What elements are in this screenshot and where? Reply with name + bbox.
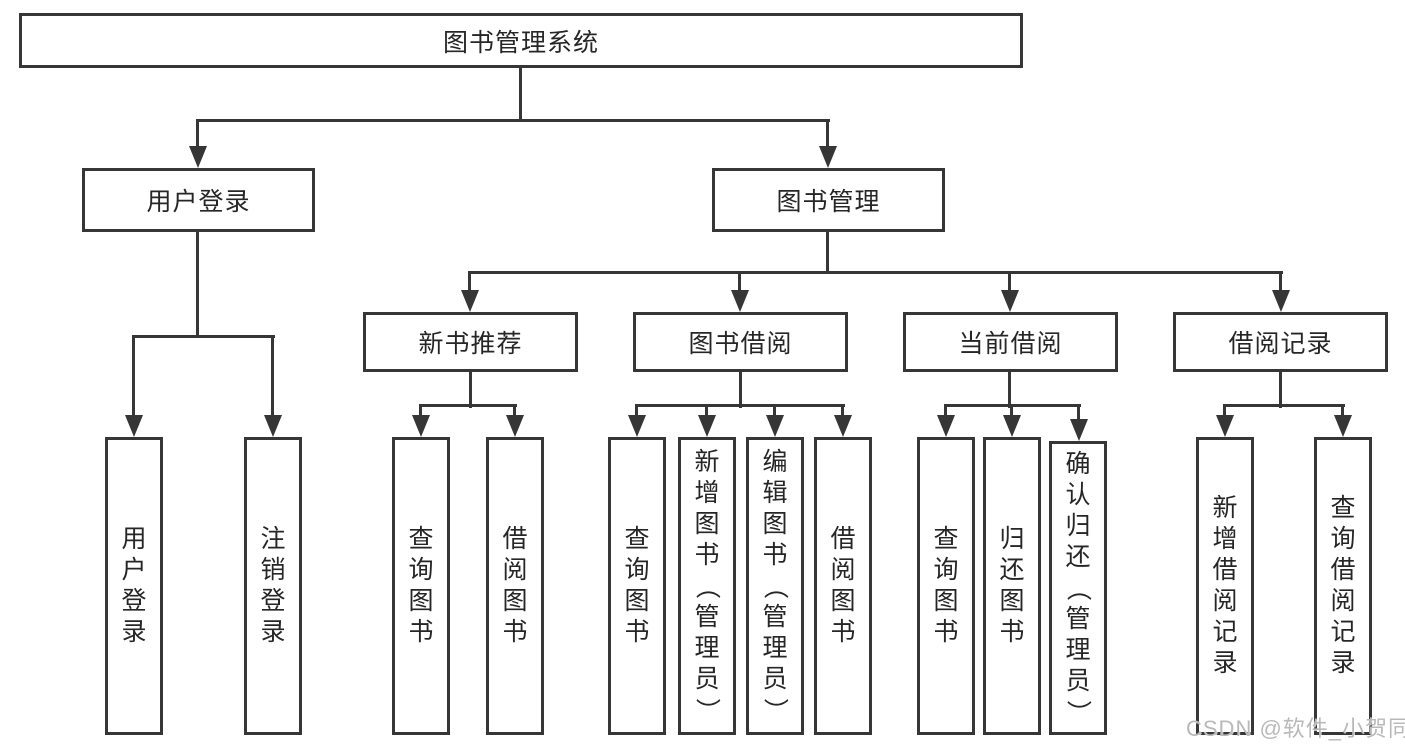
arrow-down-icon xyxy=(1001,290,1019,312)
leaf-logout: 注销登录 xyxy=(244,437,302,735)
leaf-rec-borrow-books: 借阅图书 xyxy=(486,437,544,735)
connector-line xyxy=(1008,271,1011,292)
connector-line xyxy=(132,335,135,416)
connector-line xyxy=(841,404,844,418)
connector-line xyxy=(1279,372,1282,408)
arrow-down-icon xyxy=(698,415,716,437)
arrow-down-icon xyxy=(461,290,479,312)
connector-line xyxy=(513,404,516,418)
connector-line xyxy=(944,404,947,418)
connector-line xyxy=(1223,404,1226,418)
connector-line xyxy=(1224,404,1345,407)
connector-line xyxy=(271,335,274,416)
connector-line xyxy=(519,68,522,122)
node-new-book-recommendation: 新书推荐 xyxy=(363,312,578,372)
leaf-borrow-query-books: 查询图书 xyxy=(608,437,666,735)
connector-line xyxy=(420,404,517,407)
connector-line xyxy=(1010,404,1013,418)
arrow-down-icon xyxy=(189,146,207,168)
connector-line xyxy=(1279,271,1282,292)
connector-line xyxy=(196,119,199,147)
connector-line xyxy=(133,335,275,338)
node-current-borrowing: 当前借阅 xyxy=(903,312,1118,372)
leaf-rec-query-books: 查询图书 xyxy=(392,437,450,735)
arrow-down-icon xyxy=(1334,415,1352,437)
leaf-borrow-add-books-admin: 新增图书（管理员） xyxy=(678,437,736,735)
leaf-borrow-edit-books-admin: 编辑图书（管理员） xyxy=(746,437,804,735)
arrow-down-icon xyxy=(628,415,646,437)
csdn-watermark: CSDN @软件_小贺同学 xyxy=(1186,716,1405,741)
leaf-current-confirm-return-admin: 确认归还（管理员） xyxy=(1049,441,1107,735)
connector-line xyxy=(196,232,199,338)
connector-line xyxy=(738,271,741,292)
arrow-down-icon xyxy=(1216,415,1234,437)
arrow-down-icon xyxy=(125,415,143,437)
arrow-down-icon xyxy=(412,415,430,437)
connector-line xyxy=(826,119,829,147)
connector-line xyxy=(635,404,638,418)
connector-line xyxy=(826,232,829,274)
connector-line xyxy=(197,119,830,122)
connector-line xyxy=(469,271,1283,274)
arrow-down-icon xyxy=(264,415,282,437)
connector-line xyxy=(469,372,472,408)
arrow-down-icon xyxy=(766,415,784,437)
connector-line xyxy=(419,404,422,418)
node-book-borrowing: 图书借阅 xyxy=(633,312,848,372)
connector-line xyxy=(1008,372,1011,408)
leaf-current-return-books: 归还图书 xyxy=(983,437,1041,735)
node-borrowing-records: 借阅记录 xyxy=(1173,312,1388,372)
leaf-user-login: 用户登录 xyxy=(105,437,163,735)
connector-line xyxy=(1077,404,1080,422)
arrow-down-icon xyxy=(506,415,524,437)
node-library-management-system: 图书管理系统 xyxy=(19,13,1023,68)
arrow-down-icon xyxy=(1003,415,1021,437)
arrow-down-icon xyxy=(1272,290,1290,312)
connector-line xyxy=(945,404,1081,407)
leaf-records-add-record: 新增借阅记录 xyxy=(1196,437,1254,735)
connector-line xyxy=(705,404,708,418)
node-book-management: 图书管理 xyxy=(712,168,945,232)
arrow-down-icon xyxy=(937,415,955,437)
connector-line xyxy=(739,372,742,408)
connector-line xyxy=(773,404,776,418)
arrow-down-icon xyxy=(731,290,749,312)
connector-line xyxy=(636,404,845,407)
leaf-records-query-record: 查询借阅记录 xyxy=(1314,437,1372,735)
arrow-down-icon xyxy=(1070,419,1088,441)
arrow-down-icon xyxy=(834,415,852,437)
leaf-current-query-books: 查询图书 xyxy=(917,437,975,735)
arrow-down-icon xyxy=(819,146,837,168)
node-user-login: 用户登录 xyxy=(82,168,315,232)
leaf-borrow-borrow-books: 借阅图书 xyxy=(814,437,872,735)
connector-line xyxy=(1341,404,1344,418)
connector-line xyxy=(468,271,471,292)
